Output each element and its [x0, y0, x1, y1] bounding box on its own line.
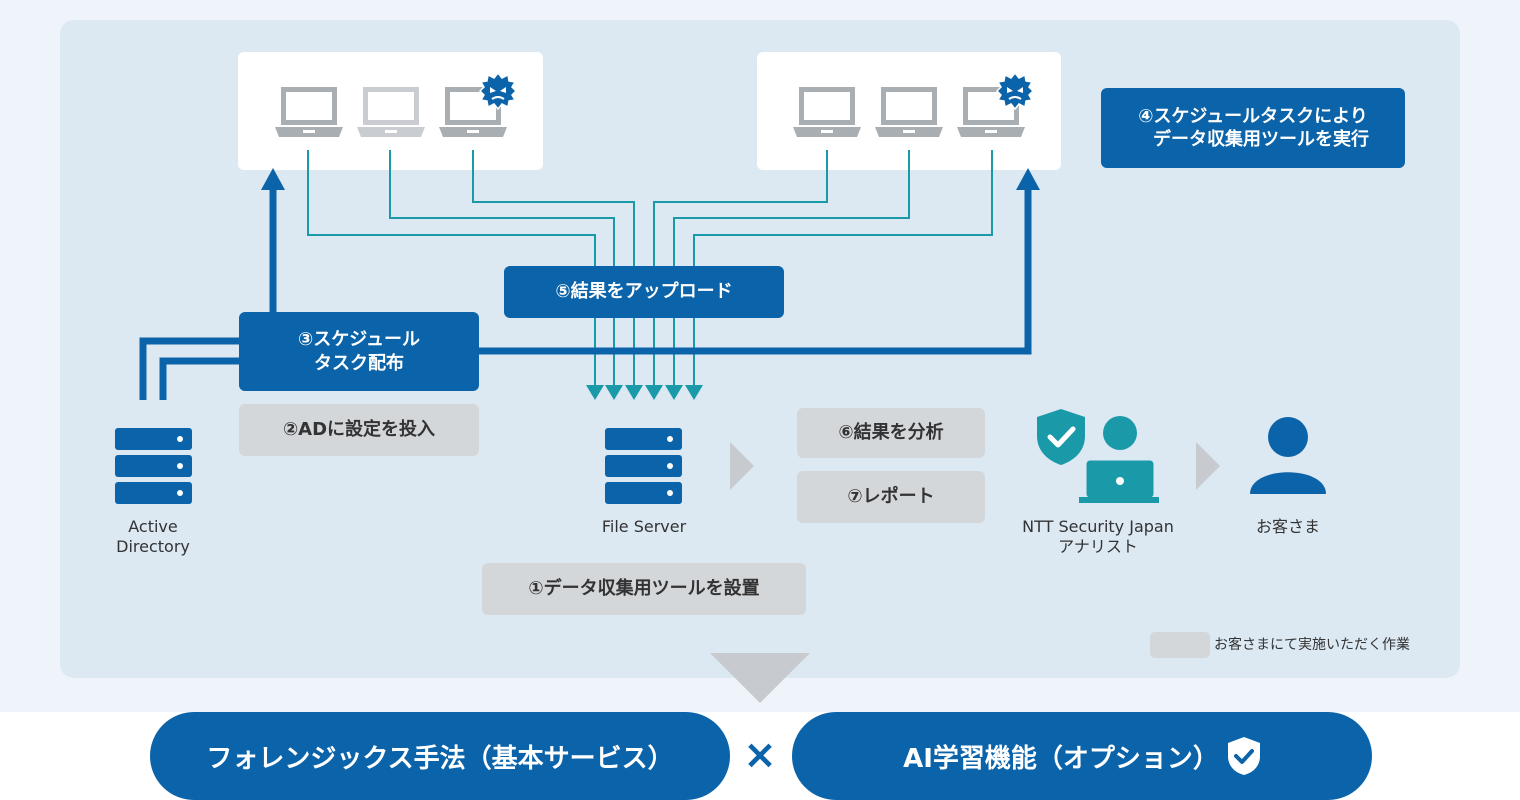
- down-triangle-icon: [710, 653, 810, 703]
- distribution-arrowheads: [261, 168, 1040, 190]
- shield-check-icon: [1227, 737, 1260, 775]
- laptop-icon: [793, 87, 861, 137]
- file-server-label: File Server: [601, 517, 687, 536]
- legend-text: お客さまにて実施いただく作業: [1214, 637, 1410, 653]
- analyst-label-line1: NTT Security Japan: [1022, 517, 1174, 536]
- analyst-label-line2: アナリスト: [1058, 537, 1138, 556]
- ai-learning-pill: AI学習機能（オプション）: [792, 712, 1372, 800]
- ad-label-line1: Active: [128, 517, 178, 536]
- laptop-icon: [957, 87, 1025, 137]
- step5-box: ⑤結果をアップロード: [504, 266, 784, 318]
- chevron-right-icon: [730, 442, 754, 490]
- step6-box: ⑥結果を分析: [797, 408, 985, 458]
- virus-icon: [479, 72, 517, 110]
- step7-label: ⑦レポート: [847, 486, 935, 508]
- ad-label: Active Directory: [93, 517, 213, 557]
- step5-label: ⑤結果をアップロード: [555, 281, 733, 303]
- step2-box: ②ADに設定を投入: [239, 404, 479, 456]
- laptop-icon: [275, 87, 343, 137]
- ad-label-line2: Directory: [116, 537, 190, 556]
- step6-label: ⑥結果を分析: [838, 422, 944, 444]
- virus-icon: [996, 72, 1034, 110]
- step4-line2: データ収集用ツールを実行: [1153, 129, 1369, 150]
- person-icon: [1250, 417, 1326, 494]
- server-icon: [605, 428, 682, 504]
- step4-line1: ④スケジュールタスクにより: [1138, 105, 1368, 127]
- step1-label: ①データ収集用ツールを設置: [528, 578, 760, 600]
- upload-arrowheads: [586, 385, 703, 400]
- step4-box: ④スケジュールタスクにより データ収集用ツールを実行: [1101, 88, 1405, 168]
- forensics-label: フォレンジックス手法（基本サービス）: [206, 743, 674, 774]
- analyst-label: NTT Security Japan アナリスト: [1013, 517, 1183, 557]
- shield-check-icon: [1037, 409, 1085, 465]
- step2-label: ②ADに設定を投入: [282, 419, 436, 441]
- laptop-icon: [875, 87, 943, 137]
- times-icon: ×: [743, 732, 777, 778]
- step3-box: ③スケジュール タスク配布: [239, 312, 479, 391]
- distribution-lines: [139, 185, 1032, 400]
- forensics-pill: フォレンジックス手法（基本サービス）: [150, 712, 730, 800]
- step3-line2: タスク配布: [314, 352, 404, 374]
- customer-label: お客さま: [1255, 517, 1320, 536]
- server-icon: [115, 428, 192, 504]
- chevron-right-icon: [1196, 442, 1220, 490]
- step3-line1: ③スケジュール: [298, 329, 420, 351]
- step7-box: ⑦レポート: [797, 471, 985, 523]
- legend-swatch: [1150, 632, 1210, 658]
- ai-learning-label: AI学習機能（オプション）: [903, 743, 1219, 774]
- analyst-icon: [1079, 416, 1159, 503]
- laptop-icon: [357, 87, 425, 137]
- step1-box: ①データ収集用ツールを設置: [482, 563, 806, 615]
